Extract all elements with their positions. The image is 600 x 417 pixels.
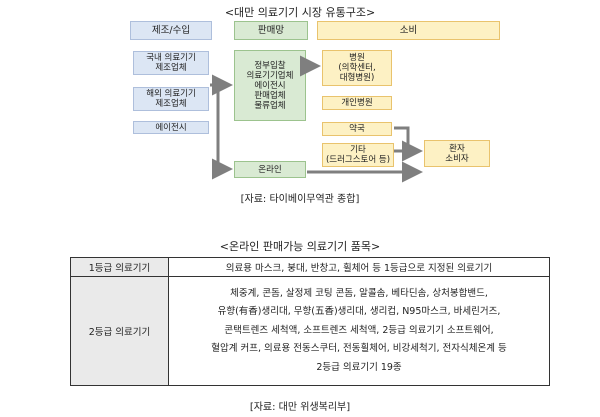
table-title: <온라인 판매가능 의료기기 품목>	[219, 240, 381, 253]
items-line: 체중계, 콘돔, 살정제 코팅 콘돔, 알콜솜, 베타딘솜, 상처봉합밴드,	[230, 287, 488, 299]
maker-domestic: 국내 의료기기 제조업체	[133, 51, 209, 75]
medical-device-table: 1등급 의료기기 의료용 마스크, 붕대, 반창고, 휠체어 등 1등급으로 지…	[70, 257, 550, 386]
consumer-hospital: 병원 (의학센터, 대형병원)	[322, 50, 392, 86]
consumer-pharmacy: 약국	[322, 122, 392, 136]
items-line: 유향(有香)생리대, 무향(五香)생리대, 생리컵, N95마스크, 바세린거즈…	[217, 306, 501, 318]
maker-agency: 에이전시	[133, 121, 209, 134]
diagram-source: [자료: 타이베이무역관 종합]	[240, 194, 360, 205]
items-line: 2등급 의료기기 19종	[316, 361, 402, 373]
grade-cell: 1등급 의료기기	[70, 257, 169, 277]
header-manufacture: 제조/수입	[130, 21, 212, 40]
arrow-pharmacy-patient	[394, 126, 423, 162]
sales-online: 온라인	[234, 161, 306, 178]
consumer-other: 기타 (드러그스토어 등)	[322, 143, 394, 167]
maker-foreign: 해외 의료기기 제조업체	[133, 87, 209, 111]
sales-offline: 정부입찰 의료기기업체 에이전시 판매업체 물류업체	[234, 50, 306, 121]
flow-arrows	[210, 55, 423, 183]
items-cell: 체중계, 콘돔, 살정제 코팅 콘돔, 알콜솜, 베타딘솜, 상처봉합밴드, 유…	[168, 276, 550, 386]
diagram-title: <대만 의료기기 시장 유통구조>	[224, 6, 376, 19]
items-line: 혈압계 커프, 의료용 전동스쿠터, 전동휠체어, 비강세척기, 전자식체온계 …	[211, 343, 507, 355]
header-sales: 판매망	[234, 21, 308, 40]
header-consumption: 소비	[317, 21, 500, 40]
arrow-makers-online	[212, 85, 233, 180]
table-row: 2등급 의료기기 체중계, 콘돔, 살정제 코팅 콘돔, 알콜솜, 베타딘솜, …	[70, 276, 550, 386]
consumer-clinic: 개인병원	[322, 96, 392, 110]
items-line: 콘택트렌즈 세척액, 소프트렌즈 세척액, 2등급 의료기기 소프트웨어,	[224, 324, 494, 336]
grade-cell: 2등급 의료기기	[70, 276, 169, 386]
consumer-patient: 환자 소비자	[424, 140, 490, 167]
table-row: 1등급 의료기기 의료용 마스크, 붕대, 반창고, 휠체어 등 1등급으로 지…	[70, 257, 550, 277]
items-cell: 의료용 마스크, 붕대, 반창고, 휠체어 등 1등급으로 지정된 의료기기	[168, 257, 550, 277]
table-source: [자료: 대만 위생복리부]	[249, 402, 351, 413]
